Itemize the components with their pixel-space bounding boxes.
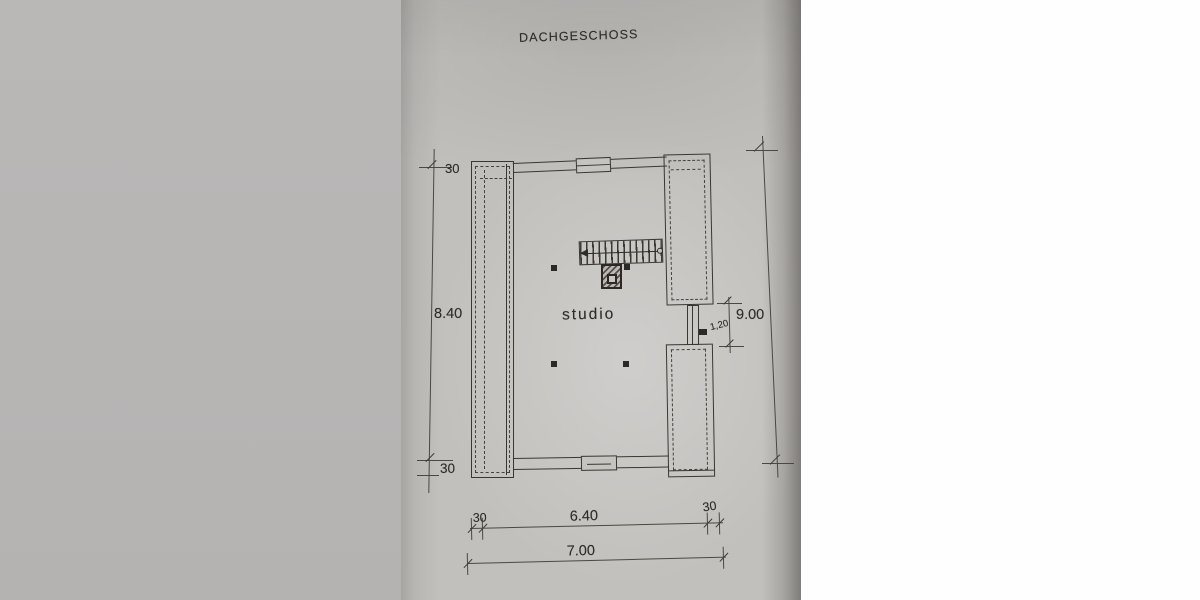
chimney xyxy=(601,264,622,289)
knee-wall-right-lower xyxy=(665,343,716,478)
dim-line-bottom-inner: 30 6.40 30 xyxy=(467,499,725,540)
dim-line-bottom-total: 7.00 xyxy=(463,543,729,575)
window-mid-line xyxy=(576,163,610,167)
dim-label-right-height: 9.00 xyxy=(736,307,765,323)
scanned-paper xyxy=(401,0,801,600)
roof-slope-dashed-outline xyxy=(475,166,510,473)
top-wall xyxy=(512,156,668,174)
dim-label-door: 1,20 xyxy=(708,317,730,334)
roof-post xyxy=(551,361,557,367)
dim-label-left-bottom: 30 xyxy=(440,461,456,476)
roof-post xyxy=(624,264,630,270)
dim-tick xyxy=(762,463,794,464)
dim-label-bottom-left: 30 xyxy=(472,510,487,525)
chimney-flue xyxy=(607,274,617,284)
dim-label-left-top: 30 xyxy=(445,161,460,176)
staircase xyxy=(578,238,664,266)
dim-tick xyxy=(417,475,439,476)
paper-edge-shadow xyxy=(762,0,801,600)
roof-slope-dashed-outline xyxy=(668,159,708,301)
window-mid-line xyxy=(587,463,612,465)
wall-inner-face-line xyxy=(669,469,715,472)
dim-label-left-height: 8.40 xyxy=(434,306,463,322)
page-title: DACHGESCHOSS xyxy=(518,27,639,45)
roof-post xyxy=(623,361,629,367)
knee-wall-left xyxy=(471,161,514,478)
dim-label-bottom-right: 30 xyxy=(701,498,718,515)
roof-post xyxy=(551,265,557,271)
dim-label-bottom-total: 7.00 xyxy=(566,542,596,560)
door-frame-inner-line xyxy=(692,306,693,344)
roof-slope-dashed-line xyxy=(484,170,485,469)
photo-left-margin xyxy=(0,0,401,600)
dim-tick xyxy=(417,460,453,461)
bottom-window xyxy=(580,455,618,471)
bottom-wall xyxy=(512,455,670,471)
dim-tick xyxy=(419,167,452,168)
photo-right-margin xyxy=(801,0,1200,600)
door-lintel-marker xyxy=(699,329,707,335)
dim-label-bottom-inner: 6.40 xyxy=(569,508,599,525)
knee-wall-right-upper xyxy=(663,153,714,306)
roof-height-dashed-line xyxy=(480,178,512,179)
stair-start-circle xyxy=(656,247,664,254)
wall-inner-face-line xyxy=(506,164,507,475)
dim-tick xyxy=(719,346,744,347)
room-label: studio xyxy=(561,305,616,324)
dim-line-right xyxy=(762,135,779,478)
stair-direction-arrow xyxy=(579,248,589,257)
stair-walk-line xyxy=(582,250,660,255)
roof-slope-dashed-outline xyxy=(670,348,709,471)
door-opening-frame xyxy=(687,305,699,345)
dim-tick xyxy=(746,150,778,151)
top-window xyxy=(575,156,612,174)
dim-tick xyxy=(717,303,742,304)
